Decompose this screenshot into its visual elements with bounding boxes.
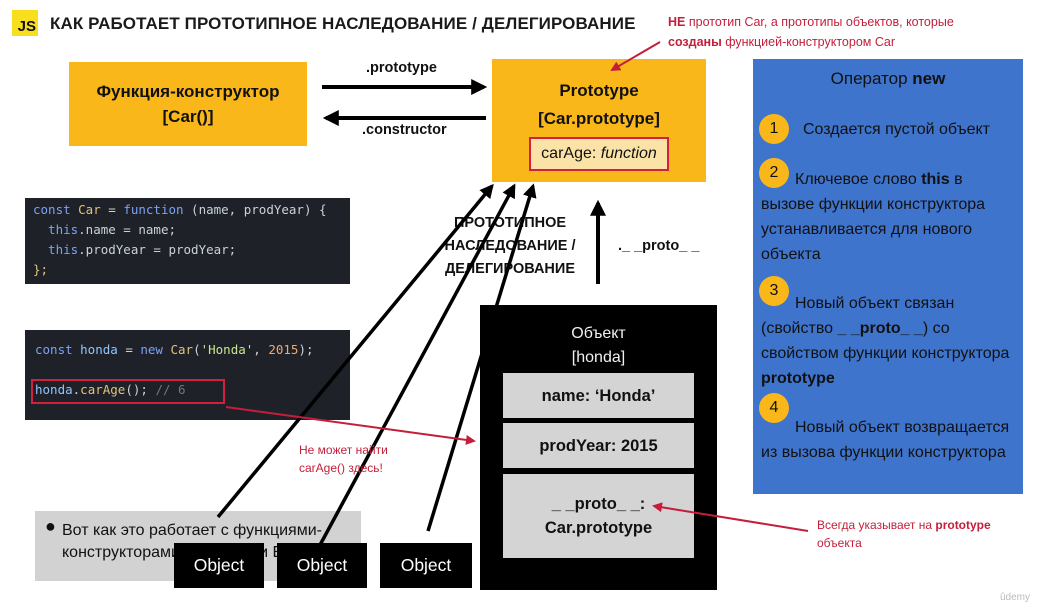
code-identifier: Car — [78, 202, 101, 217]
js-logo: JS — [12, 10, 38, 36]
code-punct: ); — [298, 342, 314, 357]
page-title: КАК РАБОТАЕТ ПРОТОТИПНОЕ НАСЛЕДОВАНИЕ / … — [50, 14, 636, 33]
code-operator: = — [117, 342, 141, 357]
bullet-dot: ● — [45, 516, 56, 536]
code-punct: ( — [193, 342, 201, 357]
property-proto: _ _proto_ _: Car.prototype — [503, 474, 694, 558]
code-punct: (); — [125, 382, 156, 397]
code-blank-line — [35, 360, 340, 380]
method-value: function — [600, 145, 657, 162]
note-top-bold-2: созданы — [668, 35, 722, 49]
operator-new-panel: Оператор new 1 Создается пустой объект 2… — [753, 59, 1023, 494]
code-statement: .prodYear = prodYear; — [78, 242, 237, 257]
step-2-bold: this — [921, 171, 950, 188]
property-name: name: ‘Honda’ — [503, 373, 694, 418]
code-identifier: Car — [170, 342, 194, 357]
proto-value: Car.prototype — [544, 519, 653, 537]
step-3-text: Новый объект связан (свойство _ _proto_ … — [761, 291, 1019, 391]
object-box-3: Object — [380, 543, 472, 588]
step-3-text-a: Новый объект связан (свойство — [761, 295, 955, 337]
prototype-label: Prototype — [559, 81, 639, 100]
method-name: carAge: — [541, 145, 601, 162]
code-punct: . — [72, 382, 81, 397]
note-top-bold-1: НЕ — [668, 15, 686, 29]
step-4-text: Новый объект возвращается из вызова функ… — [761, 419, 1010, 461]
code-number: 2015 — [268, 342, 299, 357]
code-keyword: const — [35, 342, 81, 357]
constructor-arrow-label: .constructor — [362, 122, 447, 138]
note-top-text-2: функцией-конструктором Car — [721, 35, 895, 49]
code-line: honda.carAge(); // 6 — [35, 380, 340, 400]
note-always-points: Всегда указывает на prototype объекта — [817, 516, 1007, 552]
step-3-text-b: ) со свойством функции конструктора — [761, 320, 1010, 362]
code-line: this.name = name; — [33, 220, 342, 240]
code-keyword: new — [140, 342, 171, 357]
note-not-car-prototype: НЕ прототип Car, а прототипы объектов, к… — [668, 12, 998, 52]
code-line: const Car = function (name, prodYear) { — [33, 200, 342, 220]
object-box-2: Object — [277, 543, 367, 588]
step-1-text: Создается пустой объект — [803, 121, 990, 138]
code-punct: , — [253, 342, 269, 357]
code-method: carAge — [80, 382, 126, 397]
udemy-watermark: ûdemy — [1000, 592, 1031, 603]
constructor-function-box: Функция-конструктор [Car()] — [69, 62, 307, 146]
code-statement: .name = name; — [78, 222, 176, 237]
step-1-badge: 1 — [759, 114, 789, 144]
code-keyword: function — [123, 202, 184, 217]
code-line: this.prodYear = prodYear; — [33, 240, 342, 260]
step-2-badge: 2 — [759, 158, 789, 188]
note-always-text-2: объекта — [817, 536, 862, 550]
inheritance-label-line: НАСЛЕДОВАНИЕ / — [444, 238, 576, 254]
property-prodyear: prodYear: 2015 — [503, 423, 694, 468]
code-identifier: honda — [35, 382, 73, 397]
code-keyword: const — [33, 202, 79, 217]
note-top-text-1: прототип Car, а прототипы объектов, кото… — [685, 15, 954, 29]
prototype-box: Prototype [Car.prototype] carAge: functi… — [492, 59, 706, 182]
step-2-text-a: Ключевое слово — [795, 171, 922, 188]
prototype-name: [Car.prototype] — [538, 109, 660, 128]
step-2-text: Ключевое слово this в вызове функции кон… — [761, 167, 1019, 267]
object-box-1: Object — [174, 543, 264, 588]
object-title-line: [honda] — [571, 349, 626, 366]
code-line: const honda = new Car('Honda', 2015); — [35, 340, 340, 360]
code-string: 'Honda' — [200, 342, 254, 357]
inheritance-label-line: ДЕЛЕГИРОВАНИЕ — [444, 261, 576, 277]
new-title-prefix: Оператор — [830, 69, 913, 88]
note-cannot-find-carage: Не может найти carAge() здесь! — [299, 443, 388, 475]
note-always-bold: prototype — [935, 518, 991, 532]
code-keyword: this — [33, 242, 79, 257]
method-call-highlight — [31, 379, 225, 404]
prototype-arrow-label: .prototype — [366, 60, 437, 76]
constructor-code-block: const Car = function (name, prodYear) { … — [25, 198, 350, 284]
proto-link-label: ._ _proto_ _ — [618, 238, 700, 254]
step-4-badge: 4 — [759, 393, 789, 423]
code-params: (name, prodYear) { — [183, 202, 327, 217]
new-keyword: new — [912, 69, 946, 88]
code-comment: // 6 — [155, 382, 186, 397]
code-identifier: honda — [80, 342, 118, 357]
step-3-bold-2: prototype — [761, 370, 835, 387]
operator-new-title: Оператор new — [753, 69, 1023, 89]
object-title-line: Объект — [571, 325, 626, 342]
constructor-name: [Car()] — [162, 107, 214, 126]
honda-object-title: Объект [honda] — [480, 322, 717, 370]
step-2-text-b: в вызове функции конструктора устанавлив… — [761, 171, 986, 263]
code-line: }; — [33, 262, 49, 277]
constructor-label: Функция-конструктор — [96, 82, 280, 101]
prototypal-inheritance-label: ПРОТОТИПНОЕ НАСЛЕДОВАНИЕ / ДЕЛЕГИРОВАНИЕ — [430, 212, 590, 281]
step-3-badge: 3 — [759, 276, 789, 306]
proto-key: _ _proto_ _: — [551, 495, 646, 513]
instance-code-block: const honda = new Car('Honda', 2015); ho… — [25, 330, 350, 420]
note-always-text-1: Всегда указывает на — [817, 518, 936, 532]
carage-method-box: carAge: function — [529, 137, 669, 171]
code-keyword: this — [33, 222, 79, 237]
code-operator: = — [100, 202, 124, 217]
step-3-bold: _ _proto_ _ — [837, 320, 923, 337]
inheritance-label-line: ПРОТОТИПНОЕ — [453, 215, 567, 231]
